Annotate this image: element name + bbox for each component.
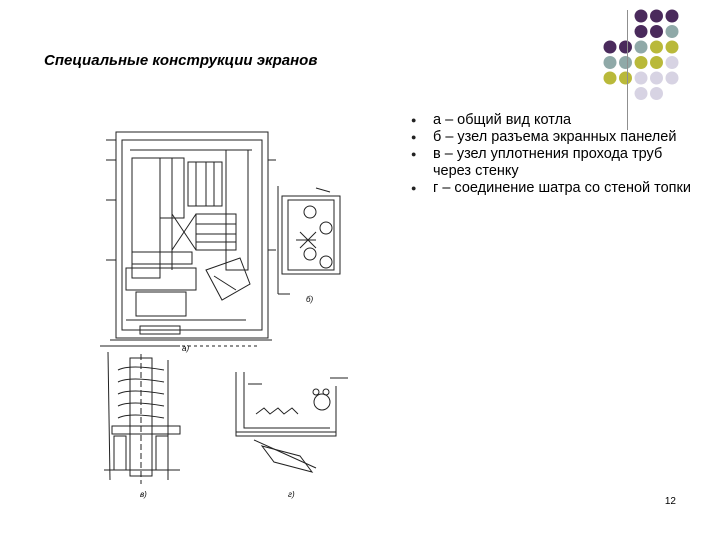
- decorative-dot: [634, 71, 648, 85]
- bullet-item: ● в – узел уплотнения прохода труб через …: [410, 146, 700, 180]
- bullet-icon: ●: [411, 183, 417, 193]
- decorative-divider-line: [627, 10, 628, 130]
- figure-label-a: а): [182, 344, 190, 353]
- decorative-dot: [650, 71, 663, 85]
- slide-title: Специальные конструкции экранов: [44, 52, 318, 69]
- decorative-dot: [665, 9, 679, 23]
- bullet-icon: ●: [411, 149, 417, 159]
- decorative-dot: [634, 9, 648, 23]
- bullet-item: ● а – общий вид котла: [410, 112, 700, 129]
- decorative-dot: [634, 56, 648, 69]
- decorative-dot: [650, 56, 663, 69]
- decorative-dot: [603, 71, 617, 85]
- bullet-list: ● а – общий вид котла ● б – узел разъема э…: [410, 112, 700, 197]
- decorative-dot: [619, 40, 632, 54]
- decorative-dot: [603, 40, 617, 54]
- bullet-text: б – узел разъема экранных панелей: [433, 129, 677, 145]
- figure-label-b: б): [306, 295, 314, 304]
- page-number: 12: [664, 496, 676, 507]
- decorative-dot: [665, 56, 679, 69]
- bullet-item: ● г – соединение шатра со стеной топки: [410, 180, 700, 197]
- roof-wall-joint-view: [235, 372, 348, 473]
- decorative-dot: [634, 40, 648, 54]
- decorative-dot: [665, 40, 679, 54]
- decorative-dot: [650, 25, 663, 38]
- boiler-general-view: [106, 131, 276, 347]
- decorative-dot: [603, 56, 617, 69]
- figure-label-v: в): [140, 490, 147, 499]
- decorative-dot: [634, 87, 648, 100]
- decorative-dot: [665, 71, 679, 85]
- bullet-item: ● б – узел разъема экранных панелей: [410, 129, 700, 146]
- decorative-dot: [650, 9, 663, 23]
- pipe-seal-view: [100, 345, 181, 484]
- decorative-dot: [619, 56, 632, 69]
- decorative-dot: [634, 25, 648, 38]
- bullet-text: а – общий вид котла: [433, 112, 572, 128]
- decorative-dot: [665, 25, 679, 38]
- bullet-text: г – соединение шатра со стеной топки: [433, 180, 691, 196]
- panel-joint-view: [277, 186, 341, 295]
- bullet-icon: ●: [411, 115, 417, 125]
- figure-label-g: г): [288, 490, 295, 499]
- bullet-text: в – узел уплотнения прохода труб через с…: [433, 146, 663, 179]
- decorative-dot: [619, 71, 632, 85]
- bullet-icon: ●: [411, 132, 417, 142]
- decorative-dot: [650, 87, 663, 100]
- decorative-dot: [650, 40, 663, 54]
